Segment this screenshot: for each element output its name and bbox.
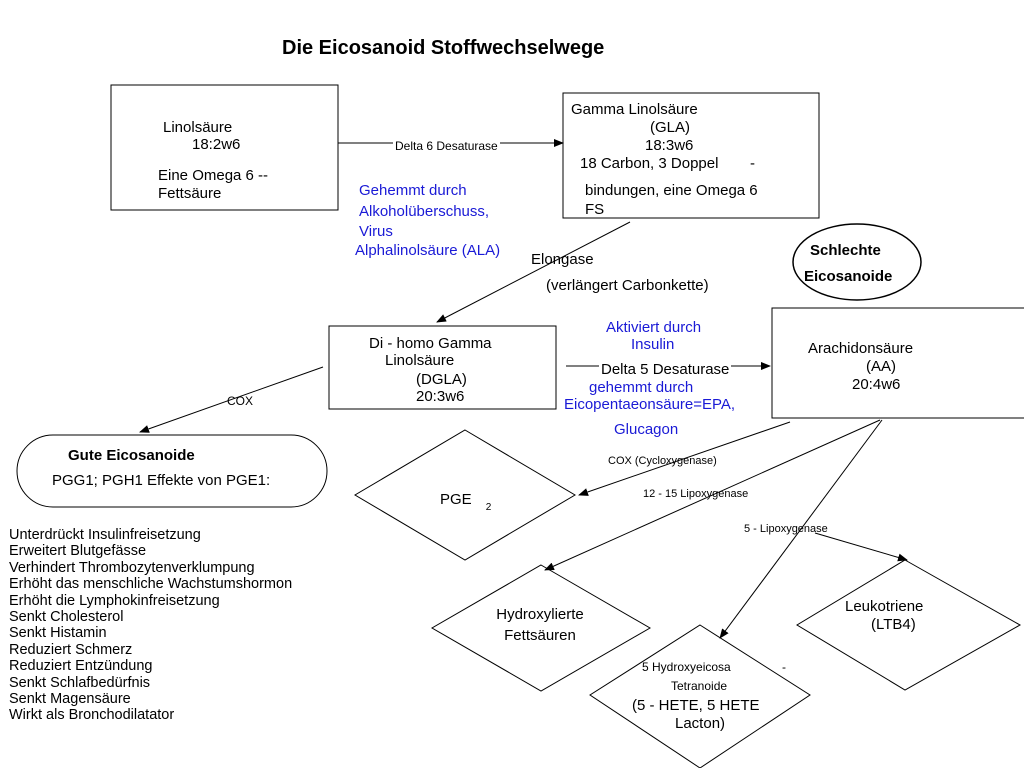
hydroxylierte-diamond: [431, 564, 651, 692]
effect-item: Senkt Magensäure: [9, 691, 131, 708]
leukotriene-diamond: [796, 559, 1022, 691]
linol-name: Linolsäure: [163, 119, 233, 136]
effect-item: Erhöht das menschliche Wachstumshormon: [9, 576, 293, 593]
linol-desc2: Fettsäure: [158, 185, 222, 202]
gla-line5: bindungen, eine Omega 6: [585, 182, 758, 199]
gla-box: [562, 92, 820, 219]
effect-item: Erweitert Blutgefässe: [9, 543, 147, 560]
linolsaeure-box: [110, 84, 339, 211]
delta5-label: Delta 5 Desaturase: [599, 361, 732, 378]
pge2-diamond: [354, 429, 576, 561]
effect-item: Senkt Cholesterol: [9, 609, 124, 626]
leuko-line1: Leukotriene: [845, 598, 924, 615]
schlechte-line2: Eicosanoide: [804, 268, 893, 285]
gla-line6: FS: [585, 201, 605, 218]
gla-line3: 18:3w6: [645, 137, 694, 154]
arrow-aa-to-hydroxy: [544, 419, 881, 571]
dgla-line4: 20:3w6: [416, 388, 465, 405]
gla-line1: Gamma Linolsäure: [571, 101, 698, 118]
arrow-aa-to-hete: [719, 419, 883, 639]
hete-dash: -: [782, 660, 786, 674]
aktiviert-line1: Aktiviert durch: [606, 319, 702, 336]
aa-line3: 20:4w6: [852, 376, 901, 393]
page-title: Die Eicosanoid Stoffwechselwege: [282, 37, 605, 59]
gla-line2: (GLA): [650, 119, 691, 136]
aa-box: [771, 307, 1024, 419]
hete-line1: 5 Hydroxyeicosa: [642, 660, 731, 674]
dgla-line3: (DGLA): [416, 371, 467, 388]
gute-title: Gute Eicosanoide: [68, 447, 195, 464]
effect-item: Reduziert Schmerz: [9, 641, 133, 658]
gehemmt1-line2: Alkoholüberschuss,: [359, 203, 490, 220]
gehemmt2-line1: gehemmt durch: [589, 379, 694, 396]
lipox5-label: 5 - Lipoxygenase: [744, 523, 828, 535]
pge-text: PGE: [440, 491, 472, 508]
cox-full-label: COX (Cycloxygenase): [608, 455, 717, 467]
dgla-line2: Linolsäure: [385, 352, 455, 369]
arrow-lipox5-to-leuko: [814, 532, 908, 562]
hydroxy-line1: Hydroxylierte: [496, 606, 584, 623]
gehemmt2-line3: Glucagon: [614, 421, 679, 438]
schlechte-line1: Schlechte: [810, 242, 881, 259]
effects-list: Unterdrückt Insulinfreisetzung Erweitert…: [9, 527, 292, 724]
aktiviert-line2: Insulin: [631, 336, 675, 353]
linol-desc1: Eine Omega 6 --: [158, 167, 269, 184]
effect-item: Verhindert Thrombozytenverklumpung: [9, 559, 255, 576]
gute-line: PGG1; PGH1 Effekte von PGE1:: [52, 472, 271, 489]
hydroxy-line2: Fettsäuren: [504, 627, 576, 644]
gehemmt1-line3: Virus: [359, 223, 393, 240]
pge-subscript: 2: [485, 502, 492, 513]
effect-item: Senkt Schlafbedürfnis: [9, 674, 151, 691]
effect-item: Unterdrückt Insulinfreisetzung: [9, 527, 201, 543]
effect-item: Erhöht die Lymphokinfreisetzung: [9, 592, 220, 609]
effect-item: Wirkt als Bronchodilatator: [9, 707, 175, 724]
hete-line4: Lacton): [675, 715, 726, 732]
aa-line1: Arachidonsäure: [808, 340, 914, 357]
delta6-label: Delta 6 Desaturase: [393, 139, 500, 153]
pge-label: PGE 2: [440, 491, 491, 513]
schlechte-eicosanoide-ellipse: [792, 223, 922, 301]
effect-item: Senkt Histamin: [9, 625, 107, 642]
linol-code: 18:2w6: [192, 136, 241, 153]
elongase-line1: Elongase: [531, 251, 594, 268]
gehemmt1-line4: Alphalinolsäure (ALA): [355, 242, 501, 259]
leuko-line2: (LTB4): [871, 616, 916, 633]
hete-line3: (5 - HETE, 5 HETE: [632, 697, 760, 714]
dgla-box: [328, 325, 557, 410]
lipox12-label: 12 - 15 Lipoxygenase: [643, 488, 749, 500]
gehemmt2-line2: Eicopentaeonsäure=EPA,: [564, 396, 736, 413]
aa-line2: (AA): [866, 358, 896, 375]
effect-item: Reduziert Entzündung: [9, 658, 153, 675]
arrow-dgla-to-gute: [139, 366, 324, 433]
hete-diamond: [589, 624, 811, 768]
cox-small-label: COX: [227, 394, 254, 408]
dgla-line1: Di - homo Gamma: [369, 335, 492, 352]
gla-line4: 18 Carbon, 3 Doppel: [580, 155, 719, 172]
gute-eicosanoide-shape: [16, 434, 328, 508]
arrow-gla-to-dgla: [436, 221, 631, 323]
gla-line4-dash: -: [750, 155, 755, 172]
hete-line2: Tetranoide: [671, 679, 728, 693]
elongase-line2: (verlängert Carbonkette): [546, 277, 709, 294]
gehemmt1-line1: Gehemmt durch: [359, 182, 467, 199]
arrow-aa-to-pge: [578, 421, 791, 496]
